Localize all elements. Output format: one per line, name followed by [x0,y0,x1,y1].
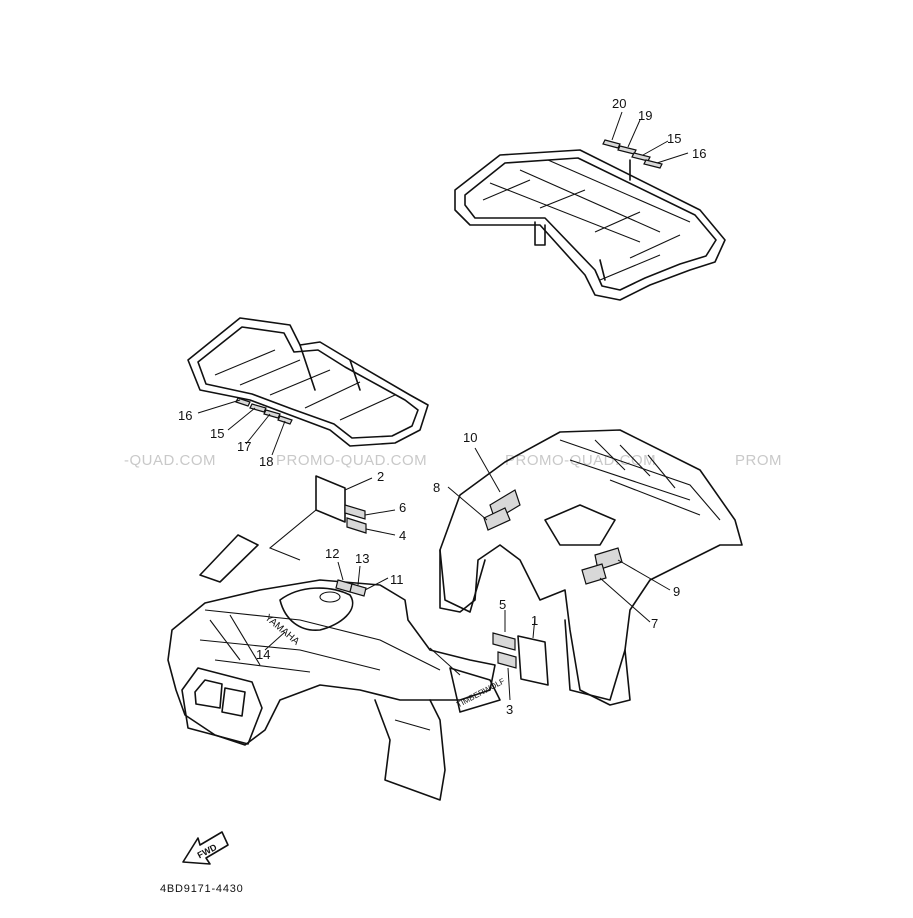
timberwolf-decal-text: TIMBERWOLF [455,676,506,709]
callout-15-left: 15 [210,426,224,441]
callout-5: 5 [499,597,506,612]
callout-11: 11 [390,572,404,587]
front-carrier-rack [187,317,429,456]
decal-group-upper [268,475,396,561]
decal-group-lower [492,610,549,701]
front-fender: TIMBERWOLF YAMAHA [167,534,506,801]
callout-12: 12 [325,546,339,561]
callout-19: 19 [638,108,652,123]
callout-16-left: 16 [178,408,192,423]
callout-3: 3 [506,702,513,717]
callout-18: 18 [259,454,273,469]
callout-20: 20 [612,96,626,111]
part-number: 4BD9171-4430 [160,883,244,895]
callout-13: 13 [355,551,369,566]
rack-hardware-top [602,111,689,169]
watermark-strip: -QUAD.COM PROMO-QUAD.COM PROMO-QUAD.COM … [124,452,782,469]
callout-8: 8 [433,480,440,495]
forward-direction-arrow: FWD [182,831,229,865]
rear-fender [439,429,743,706]
callout-15-top: 15 [667,131,681,146]
callout-16-top: 16 [692,146,706,161]
callout-labels: 20 19 15 16 16 15 17 18 10 8 2 6 4 12 13… [178,96,706,717]
callout-14: 14 [256,647,270,662]
callout-17: 17 [237,439,251,454]
watermark-3: PROMO-QUAD.COM [505,452,656,469]
watermark-2: PROMO-QUAD.COM [276,452,427,469]
callout-9: 9 [673,584,680,599]
callout-1: 1 [531,613,538,628]
callout-2: 2 [377,469,384,484]
callout-7: 7 [651,616,658,631]
callout-4: 4 [399,528,406,543]
rear-carrier-rack [454,149,726,301]
callout-6: 6 [399,500,406,515]
watermark-4: PROM [735,452,782,469]
watermark-1: -QUAD.COM [124,452,216,469]
callout-10: 10 [463,430,477,445]
